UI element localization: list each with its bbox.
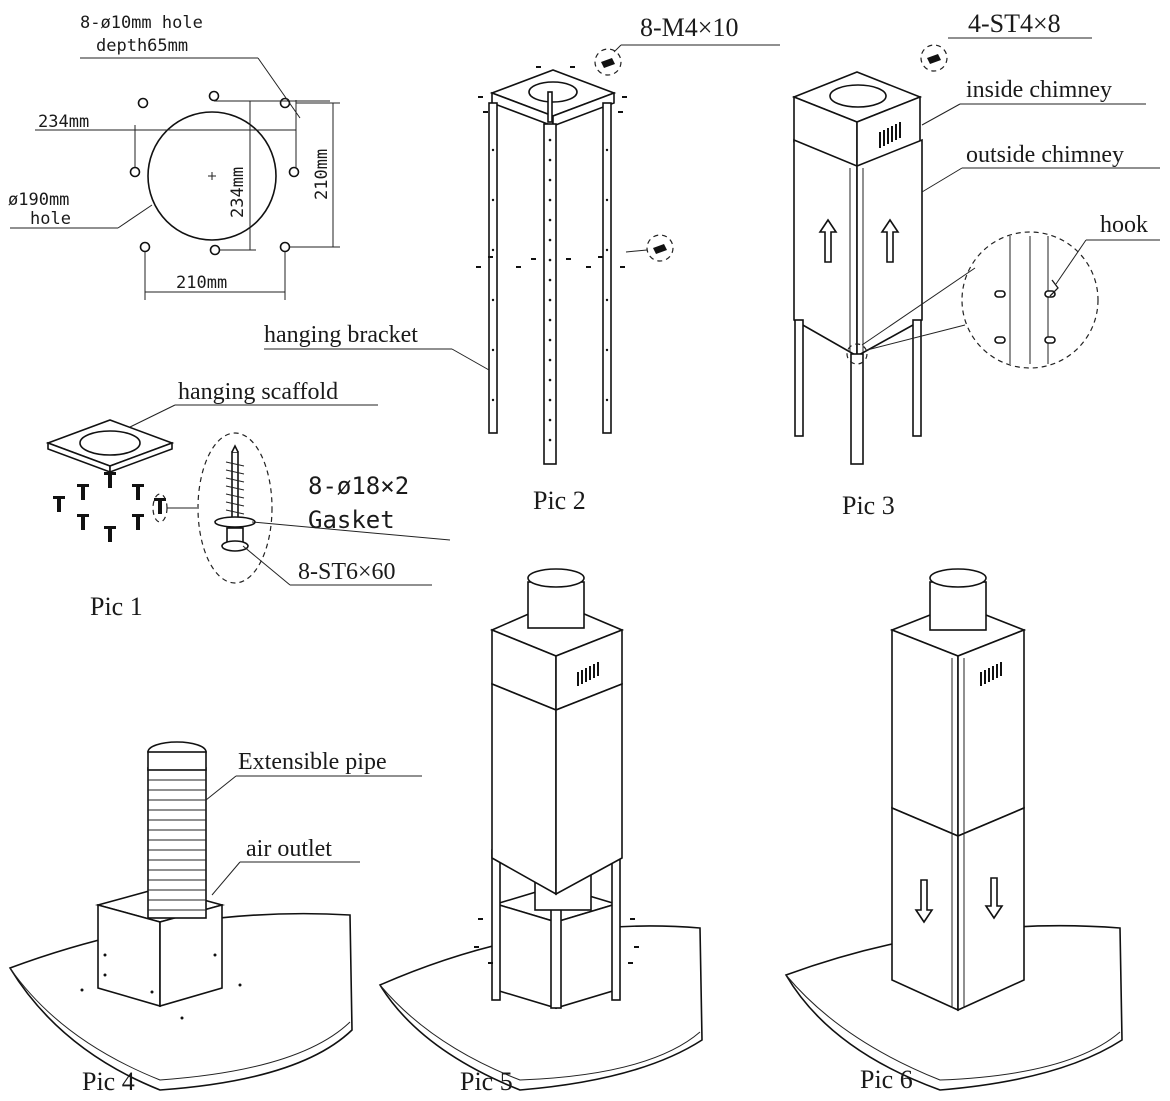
pic1-scaffold-assembly: hanging scaffold: [45, 379, 451, 621]
outside-chimney-label: outside chimney: [966, 142, 1124, 168]
pic2-hanging-bracket: 8-M4×10 hanging bracket Pic 2: [264, 13, 780, 515]
hook-detail-zoom: [961, 231, 1099, 369]
pic2-caption: Pic 2: [533, 486, 586, 515]
dim-234-vertical: 234mm: [228, 167, 248, 218]
pic1-drilling-template: 8-ø10mm hole depth65mm 234mm 234mm 210mm…: [8, 13, 340, 300]
pic4-base-with-pipe: Extensible pipe air outlet Pic 4: [8, 741, 422, 1096]
pic1-caption: Pic 1: [90, 592, 143, 621]
center-hole-label-line1: ø190mm: [8, 190, 69, 210]
hanging-bracket-label: hanging bracket: [264, 322, 418, 348]
pic4-caption: Pic 4: [82, 1067, 135, 1096]
extensible-pipe-label: Extensible pipe: [238, 749, 387, 775]
pic5-chimney-raised: Pic 5: [378, 568, 703, 1096]
hook-label: hook: [1100, 212, 1148, 238]
holes-note-line1: 8-ø10mm hole: [80, 13, 203, 33]
dim-210-vertical: 210mm: [312, 149, 332, 200]
pic6-caption: Pic 6: [860, 1065, 913, 1094]
pic6-chimney-lowered: Pic 6: [784, 568, 1123, 1094]
dim-210-horizontal: 210mm: [176, 273, 227, 293]
dim-234-horizontal: 234mm: [38, 112, 89, 132]
pic5-caption: Pic 5: [460, 1067, 513, 1096]
gasket-label-line1: 8-ø18×2: [308, 472, 409, 500]
bracket-legs: [488, 91, 612, 465]
screw-st6-label: 8-ST6×60: [298, 559, 396, 585]
screw-detail: [197, 432, 273, 584]
screw-m4-label: 8-M4×10: [640, 13, 738, 42]
air-outlet-label: air outlet: [246, 836, 332, 862]
holes-note-line2: depth65mm: [96, 36, 188, 56]
extensible-pipe: [147, 767, 207, 919]
mounting-screws: [53, 472, 197, 542]
hanging-scaffold-label: hanging scaffold: [178, 379, 338, 405]
pic3-chimney-assembly: 4-ST4×8 inside chimney outside chimney h…: [791, 9, 1160, 520]
pic3-caption: Pic 3: [842, 491, 895, 520]
mounting-holes: [129, 90, 300, 256]
inside-chimney-label: inside chimney: [966, 77, 1112, 103]
center-hole-label-line2: hole: [30, 209, 71, 229]
screw-st4-label: 4-ST4×8: [968, 9, 1061, 38]
gasket-label-line2: Gasket: [308, 506, 395, 534]
